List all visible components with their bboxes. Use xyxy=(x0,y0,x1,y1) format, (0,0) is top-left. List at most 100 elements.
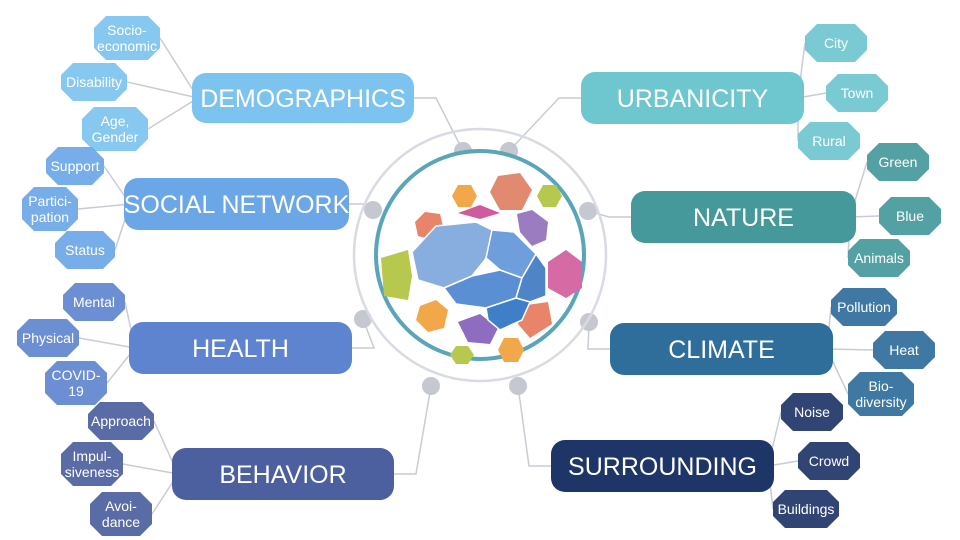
nature-sub-hexagon xyxy=(848,239,910,277)
category-health-box xyxy=(129,322,352,374)
surrounding-sub-item: Crowd xyxy=(798,442,860,480)
climate-sub-hexagon xyxy=(831,288,897,326)
social_network-sub-item: Partici-pation xyxy=(22,187,78,231)
behavior-sub-item: Approach xyxy=(88,402,154,440)
social_network-sub-item: Support xyxy=(46,147,104,185)
climate-sub-label: diversity xyxy=(855,394,906,410)
climate-sub-hexagon xyxy=(848,372,914,416)
connector-demographics-sub-2 xyxy=(147,97,199,130)
urbanicity-sub-hexagon xyxy=(798,122,860,160)
hexagon-pink xyxy=(548,250,582,298)
nature-sub-hexagon xyxy=(879,197,941,235)
connector-climate-sub-1 xyxy=(826,348,874,351)
connector-behavior-sub-1 xyxy=(122,463,179,475)
category-demographics: DEMOGRAPHICS xyxy=(192,73,414,123)
ring-node-surrounding xyxy=(509,377,527,395)
category-behavior-box xyxy=(172,448,394,500)
category-surrounding-box xyxy=(551,440,774,492)
social_network-sub-label: Support xyxy=(50,158,99,174)
category-nature-label: NATURE xyxy=(693,204,794,232)
nature-sub-label: Green xyxy=(879,154,918,170)
demographics-sub-hexagon xyxy=(61,63,127,101)
health-sub-label: Mental xyxy=(73,294,115,310)
social_network-sub-hexagon xyxy=(46,147,104,185)
health-sub-item: Mental xyxy=(63,283,125,321)
category-social_network-box xyxy=(124,178,349,230)
category-demographics-label: DEMOGRAPHICS xyxy=(200,85,406,113)
surrounding-sub-hexagon xyxy=(773,490,839,528)
shape-lime-left xyxy=(381,250,412,300)
behavior-sub-item: Impul-siveness xyxy=(61,442,123,486)
connector-behavior xyxy=(394,385,432,475)
hexagon-lime xyxy=(537,185,562,207)
urbanicity-sub-item: Town xyxy=(826,74,888,112)
demographics-sub-label: Age, xyxy=(101,113,130,129)
category-urbanicity: URBANICITY xyxy=(581,72,804,124)
category-health-label: HEALTH xyxy=(192,335,289,363)
nature-sub-item: Animals xyxy=(848,239,910,277)
health-sub-hexagon xyxy=(45,361,107,405)
urbanicity-sub-item: City xyxy=(805,24,867,62)
category-behavior-label: BEHAVIOR xyxy=(219,461,346,489)
brain-shape xyxy=(411,221,547,331)
ring-node-social_network xyxy=(364,201,382,219)
health-sub-label: COVID- xyxy=(52,367,101,383)
surrounding-sub-hexagon xyxy=(781,393,843,431)
climate-sub-item: Pollution xyxy=(831,288,897,326)
hexagon-salmon xyxy=(490,173,532,210)
behavior-sub-label: dance xyxy=(102,514,140,530)
behavior-sub-item: Avoi-dance xyxy=(90,492,152,536)
nature-sub-label: Blue xyxy=(896,208,924,224)
demographics-sub-label: Disability xyxy=(66,74,122,90)
climate-sub-label: Pollution xyxy=(837,299,891,315)
surrounding-sub-hexagon xyxy=(798,442,860,480)
category-urbanicity-box xyxy=(581,72,804,124)
climate-sub-label: Bio- xyxy=(869,378,894,394)
social_network-sub-label: Partici- xyxy=(28,193,72,209)
shape-magenta xyxy=(458,205,500,219)
urbanicity-sub-hexagon xyxy=(826,74,888,112)
behavior-sub-hexagon xyxy=(88,402,154,440)
health-sub-label: Physical xyxy=(22,330,74,346)
behavior-sub-label: Impul- xyxy=(73,448,112,464)
nature-sub-label: Animals xyxy=(854,250,904,266)
health-sub-hexagon xyxy=(63,283,125,321)
category-urbanicity-label: URBANICITY xyxy=(617,85,769,113)
demographics-sub-item: Age,Gender xyxy=(82,107,148,151)
category-behavior: BEHAVIOR xyxy=(172,448,394,500)
connector-demographics-sub-1 xyxy=(126,81,199,99)
social_network-sub-item: Status xyxy=(55,231,115,269)
demographics-sub-item: Socio-economic xyxy=(94,16,160,60)
category-social_network: SOCIAL NETWORK xyxy=(124,178,350,230)
nature-sub-item: Blue xyxy=(879,197,941,235)
social_network-sub-label: Status xyxy=(65,242,105,258)
surrounding-sub-item: Buildings xyxy=(773,490,839,528)
urbanicity-sub-label: City xyxy=(824,35,848,51)
urbanicity-sub-item: Rural xyxy=(798,122,860,160)
category-health: HEALTH xyxy=(129,322,352,374)
health-sub-label: 19 xyxy=(68,383,84,399)
ring-node-health xyxy=(354,310,372,328)
urbanicity-sub-label: Town xyxy=(841,85,874,101)
category-nature: NATURE xyxy=(631,191,856,243)
connector-demographics-sub-0 xyxy=(159,37,199,99)
shape-purple xyxy=(517,210,548,246)
category-social_network-label: SOCIAL NETWORK xyxy=(124,191,350,219)
shape-violet xyxy=(458,314,498,344)
health-sub-item: COVID-19 xyxy=(45,361,107,405)
connector-health-sub-1 xyxy=(78,337,136,349)
ring-node-nature xyxy=(579,202,597,220)
climate-sub-item: Bio-diversity xyxy=(848,372,914,416)
surrounding-sub-item: Noise xyxy=(781,393,843,431)
urbanicity-sub-label: Rural xyxy=(812,133,845,149)
category-nature-box xyxy=(631,191,856,243)
demographics-sub-hexagon xyxy=(82,107,148,151)
colored-hexagons xyxy=(381,173,582,364)
demographics-sub-label: Socio- xyxy=(107,22,147,38)
social_network-sub-label: pation xyxy=(31,209,69,225)
hexagon-orange xyxy=(452,185,477,207)
demographics-sub-label: Gender xyxy=(92,129,139,145)
